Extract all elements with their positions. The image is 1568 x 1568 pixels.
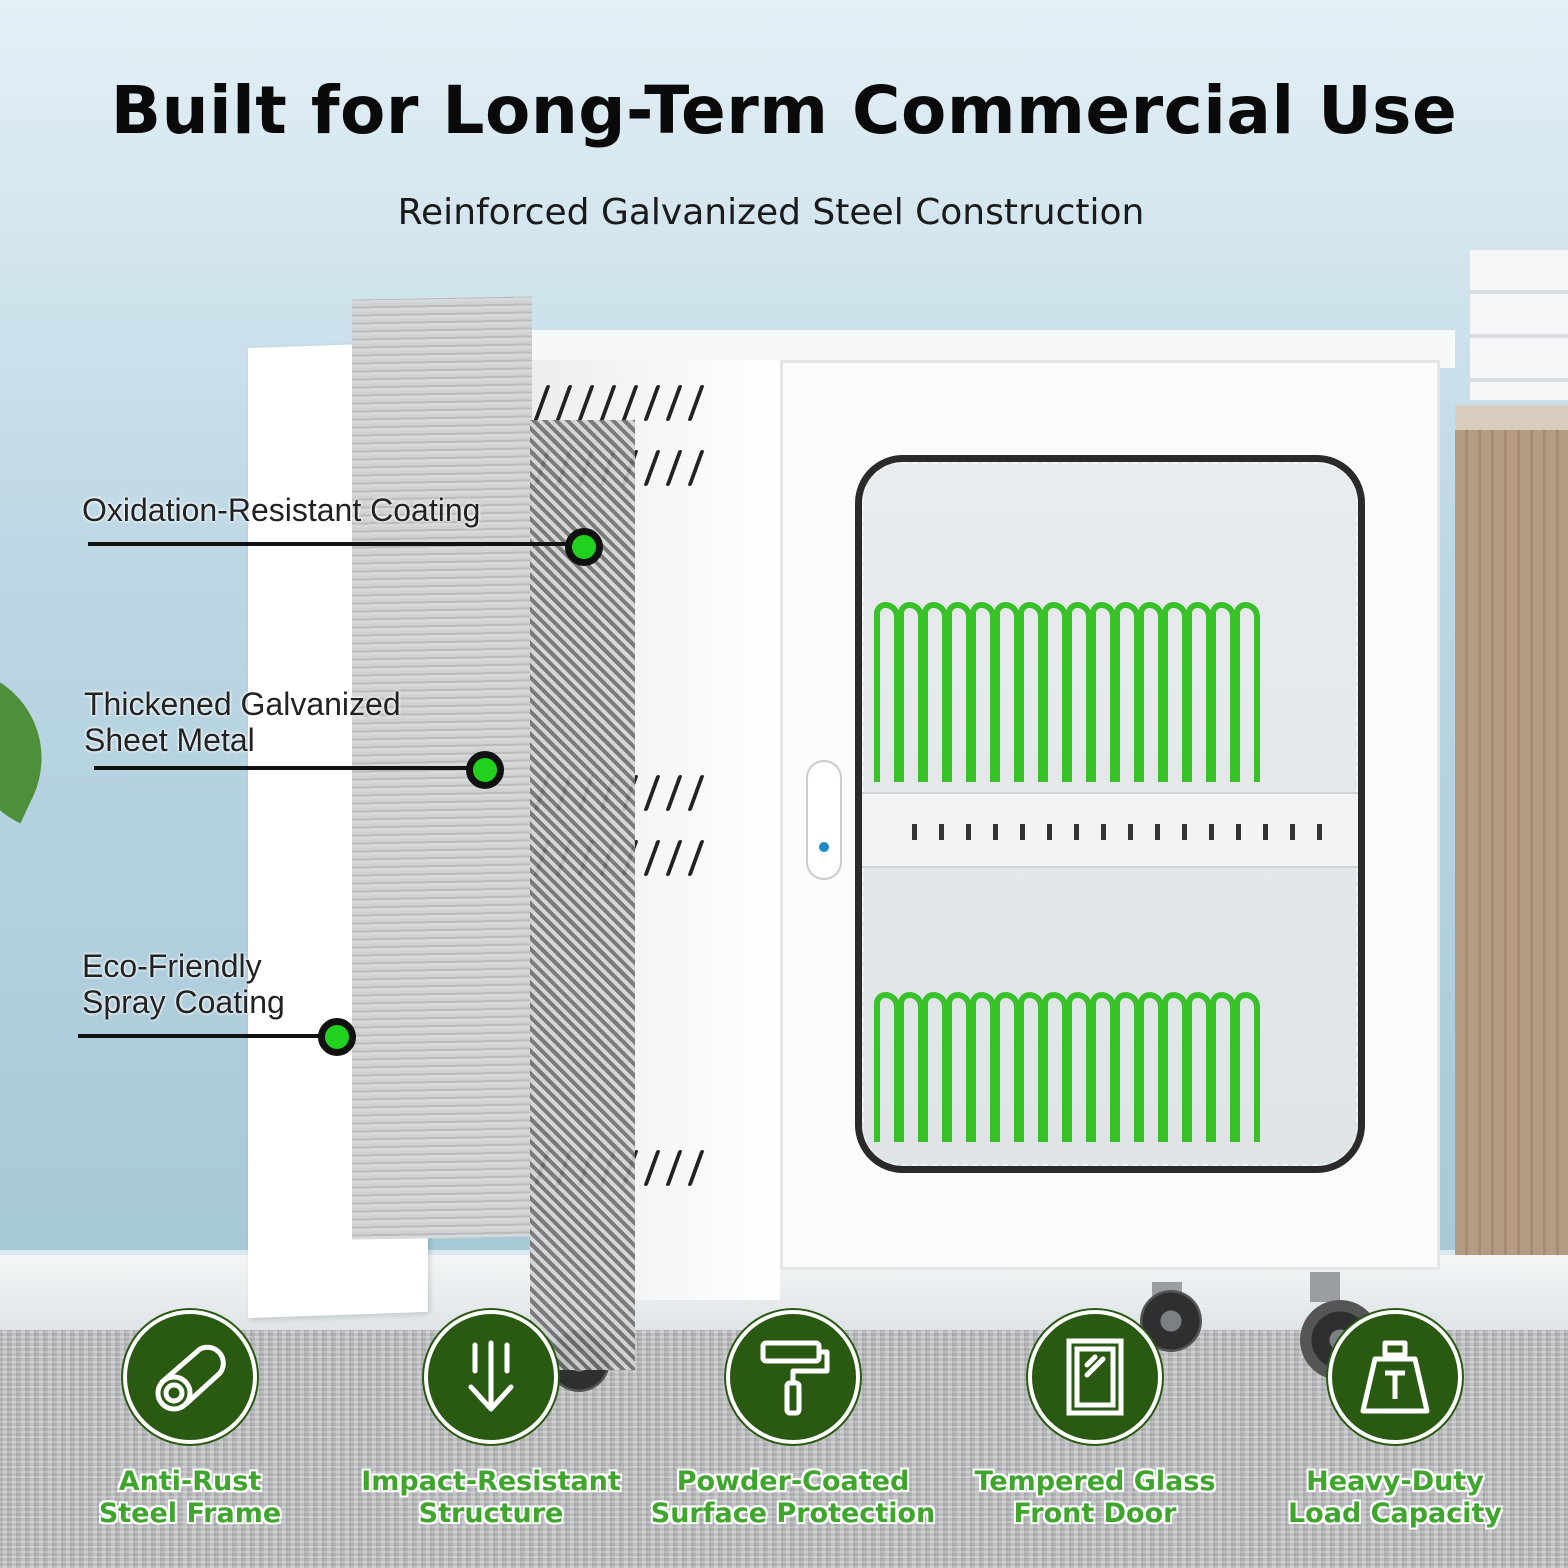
paint-roller-icon [726,1310,860,1444]
usb-port [1182,824,1187,840]
usb-port [1155,824,1160,840]
usb-port-bar [862,792,1358,868]
device-slot [874,602,900,782]
device-slot [1018,992,1044,1142]
device-slot [1138,602,1164,782]
device-slot [898,602,924,782]
device-slot [1210,602,1236,782]
callout-leader-line [78,1034,326,1038]
caster-mount [1310,1272,1340,1302]
page-subtitle: Reinforced Galvanized Steel Construction [397,192,1145,233]
device-slot [1042,992,1068,1142]
device-slot [1090,602,1116,782]
device-slot [1162,992,1188,1142]
usb-port [1317,824,1322,840]
device-slot [922,992,948,1142]
callout-leader-line [94,766,472,770]
usb-port [1020,824,1025,840]
feature-label: Heavy-Duty Load Capacity [1287,1466,1503,1529]
page-title: Built for Long-Term Commercial Use [110,72,1458,149]
usb-port [912,824,917,840]
feature-label: Impact-Resistant Structure [361,1466,621,1529]
device-slot [1186,992,1212,1142]
usb-port [1290,824,1295,840]
weight-icon [1328,1310,1462,1444]
impact-arrow-icon [424,1310,558,1444]
usb-port [966,824,971,840]
device-slot [1234,992,1260,1142]
glass-door-icon [1028,1310,1162,1444]
device-slot [1234,602,1260,782]
device-slot [1018,602,1044,782]
feature-label: Anti-Rust Steel Frame [98,1466,282,1529]
callout-dot [466,751,504,789]
device-slot [1162,602,1188,782]
usb-port [1047,824,1052,840]
usb-port [1209,824,1214,840]
device-slot [1042,602,1068,782]
usb-port [1101,824,1106,840]
oxidation-coating-layer [530,420,635,1370]
device-slot [1114,602,1140,782]
device-slot [946,602,972,782]
device-slot [898,992,924,1142]
usb-port [1236,824,1241,840]
door-handle [806,760,842,880]
device-slot [1066,602,1092,782]
device-slot [946,992,972,1142]
device-slot [874,992,900,1142]
feature-anti-rust: Anti-Rust Steel Frame [45,1310,335,1530]
usb-port [1074,824,1079,840]
lock-icon [819,842,829,852]
feature-tempered-glass: Tempered Glass Front Door [950,1310,1240,1530]
feature-heavy-duty: Heavy-Duty Load Capacity [1250,1310,1540,1530]
callout-label: Thickened Galvanized Sheet Metal [84,686,401,758]
device-slot [1138,992,1164,1142]
device-slot [1114,992,1140,1142]
usb-port [939,824,944,840]
device-slot [970,602,996,782]
callout-dot [318,1018,356,1056]
storage-boxes [1470,250,1568,400]
feature-impact-resistant: Impact-Resistant Structure [346,1310,636,1530]
device-slot [970,992,996,1142]
usb-port [1263,824,1268,840]
usb-port [1128,824,1133,840]
callout-label: Oxidation-Resistant Coating [82,492,481,528]
device-slot [1186,602,1212,782]
device-slot [922,602,948,782]
usb-port [993,824,998,840]
feature-powder-coated: Powder-Coated Surface Protection [648,1310,938,1530]
device-slot [994,992,1020,1142]
callout-leader-line [88,542,568,546]
feature-label: Tempered Glass Front Door [974,1466,1216,1529]
callout-dot [565,528,603,566]
device-slot [994,602,1020,782]
wooden-shelf [1455,430,1568,1270]
callout-label: Eco-Friendly Spray Coating [82,948,285,1020]
device-slot [1210,992,1236,1142]
device-slot [1066,992,1092,1142]
feature-label: Powder-Coated Surface Protection [650,1466,936,1529]
glass-window [855,455,1365,1173]
device-slot [1090,992,1116,1142]
steel-pipe-icon [123,1310,257,1444]
